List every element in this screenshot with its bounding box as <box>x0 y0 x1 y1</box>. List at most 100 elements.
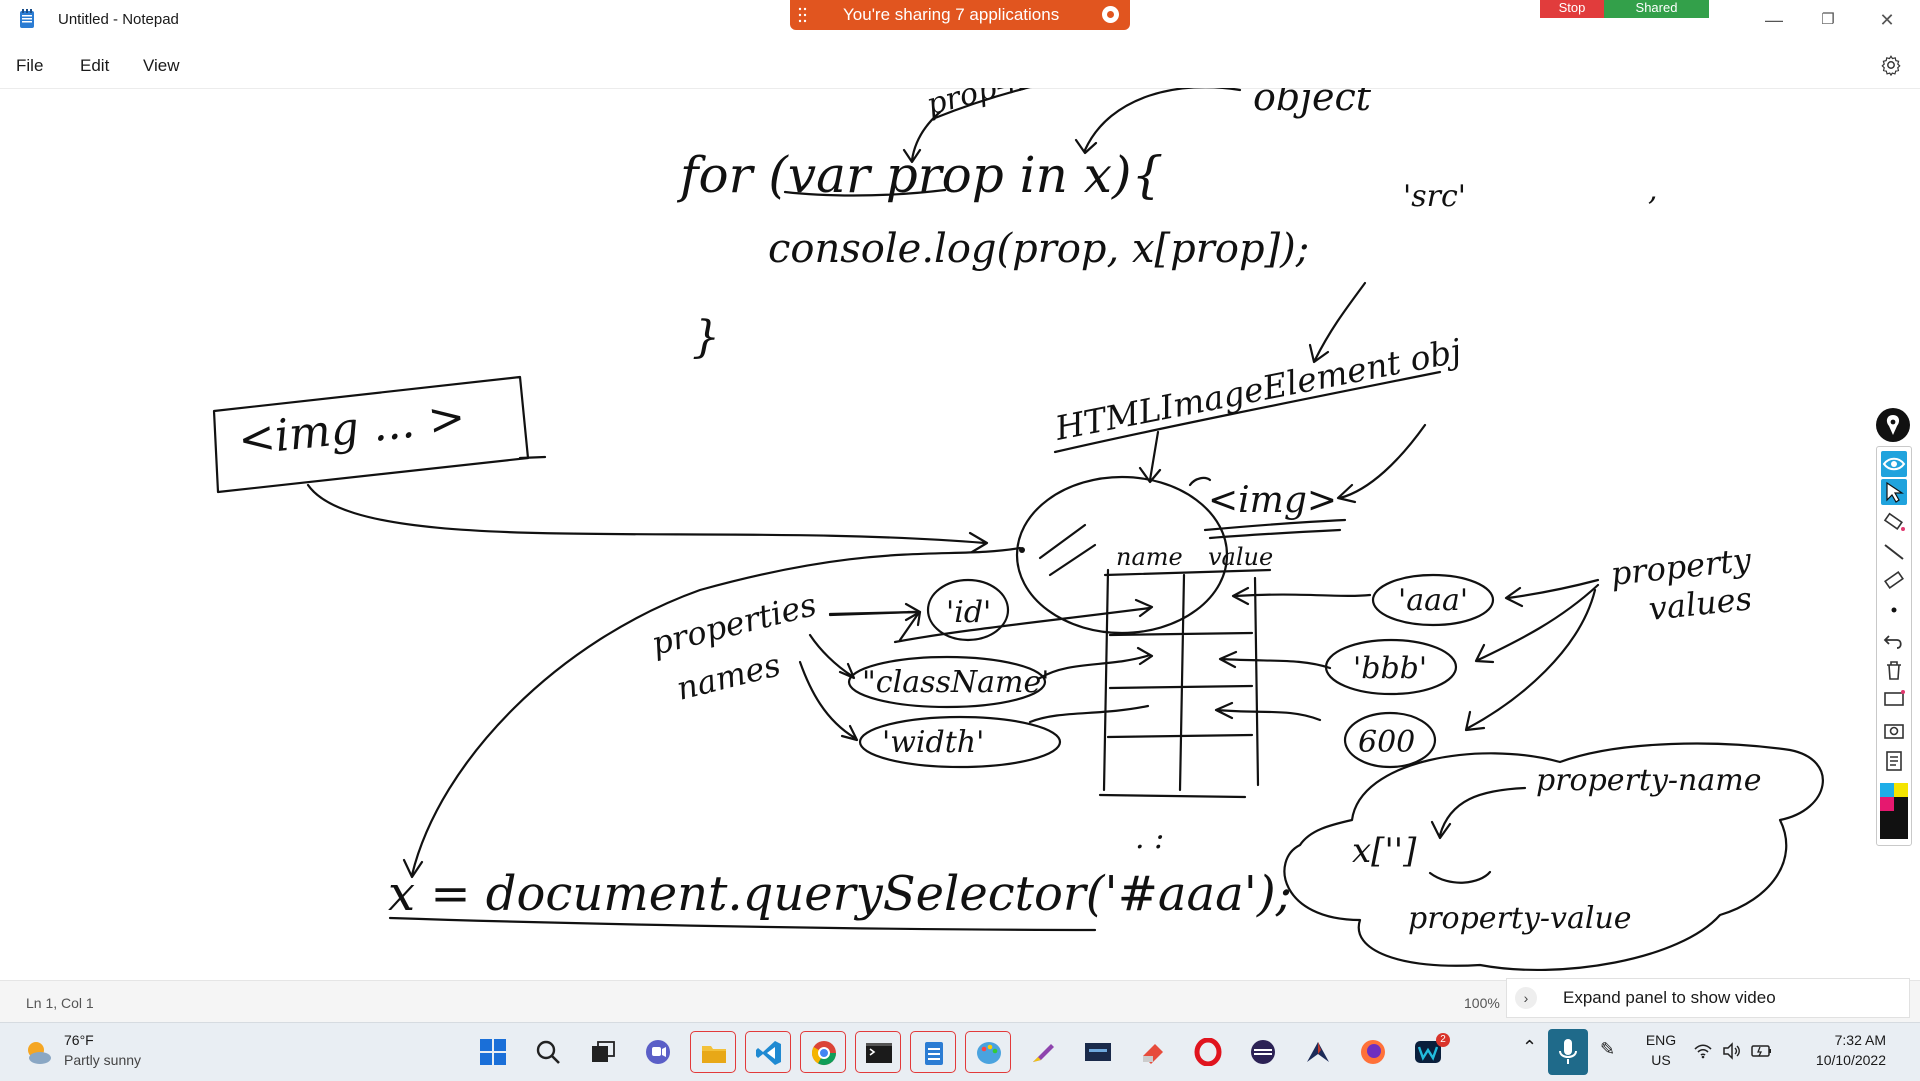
file-explorer-icon[interactable] <box>690 1031 736 1073</box>
minimize-icon[interactable]: — <box>1765 10 1783 30</box>
color-palette-icon[interactable] <box>1880 783 1908 839</box>
chrome-icon[interactable] <box>800 1031 846 1073</box>
prop-class-oval <box>847 655 1047 709</box>
arrow-img-to-obj <box>306 483 989 554</box>
cursor-tool-icon[interactable] <box>1881 479 1907 505</box>
annotation-canvas[interactable]: for (var prop in x){ prop-name (string) … <box>0 88 1920 980</box>
eclipse-icon[interactable] <box>1240 1031 1286 1073</box>
val-600-oval <box>1343 711 1437 769</box>
vscode-icon[interactable] <box>745 1031 791 1073</box>
volume-icon[interactable] <box>1722 1042 1742 1060</box>
microphone-icon[interactable] <box>1548 1029 1588 1075</box>
notepad-icon[interactable] <box>910 1031 956 1073</box>
firefox-icon[interactable] <box>1350 1031 1396 1073</box>
title-bar: Untitled - Notepad You're sharing 7 appl… <box>0 0 1920 40</box>
notification-badge: 2 <box>1436 1033 1450 1047</box>
restore-icon[interactable]: ❐ <box>1821 11 1835 28</box>
prop-width-text: 'width' <box>882 725 984 760</box>
drag-grip-icon[interactable] <box>798 6 808 24</box>
camera-icon[interactable] <box>1881 717 1907 743</box>
names-label: names <box>673 645 784 707</box>
query-underline <box>388 916 1097 932</box>
opera-icon[interactable] <box>1185 1031 1231 1073</box>
prop-width-oval <box>858 715 1062 769</box>
pen-main-icon[interactable] <box>1876 408 1910 442</box>
pen-menu-icon[interactable]: ✎ <box>1600 1039 1616 1059</box>
val-600-text: 600 <box>1358 725 1415 760</box>
arrow-prop-name <box>902 110 942 164</box>
chevron-up-icon[interactable]: ⌃ <box>1522 1037 1538 1057</box>
clock-time[interactable]: 7:32 AM <box>1834 1032 1886 1048</box>
dot-size-icon[interactable] <box>1881 597 1907 623</box>
menu-file[interactable]: File <box>16 56 44 75</box>
html-image-element-text: HTMLImageElement obj <box>1051 331 1464 448</box>
start-icon[interactable] <box>470 1031 516 1073</box>
menu-view[interactable]: View <box>143 56 180 75</box>
weather-temp[interactable]: 76°F <box>64 1032 94 1048</box>
img-tag-text: <img ... > <box>236 391 468 466</box>
partly-sunny-icon[interactable] <box>22 1036 54 1068</box>
chat-icon[interactable] <box>635 1031 681 1073</box>
share-banner[interactable]: You're sharing 7 applications <box>790 0 1130 30</box>
clock-date[interactable]: 10/10/2022 <box>1815 1052 1886 1068</box>
prop-id-text: 'id' <box>946 595 991 630</box>
share-close-icon[interactable] <box>1102 6 1119 23</box>
object-annotation: object <box>1253 88 1372 119</box>
arrow-object <box>1074 88 1242 155</box>
eye-tool-icon[interactable] <box>1881 451 1907 477</box>
screen-sketch-icon[interactable] <box>1130 1031 1176 1073</box>
val-bbb-oval <box>1324 638 1458 696</box>
line-tool-icon[interactable] <box>1881 539 1907 565</box>
properties-label: properties <box>648 585 820 663</box>
undo-icon[interactable] <box>1881 627 1907 653</box>
paint-icon[interactable] <box>965 1031 1011 1073</box>
window-title: Untitled - Notepad <box>58 11 179 28</box>
val-aaa-oval <box>1371 573 1495 627</box>
battery-icon[interactable] <box>1751 1043 1773 1059</box>
stop-sharing-button[interactable]: Stop <box>1540 0 1604 18</box>
arrow-to-img-tag <box>1336 423 1427 504</box>
bird-app-icon[interactable] <box>1295 1031 1341 1073</box>
html-image-underline <box>1053 370 1442 454</box>
expand-panel-text: Expand panel to show video <box>1563 988 1776 1007</box>
trash-icon[interactable] <box>1881 657 1907 683</box>
chevron-right-icon[interactable]: › <box>1515 987 1537 1009</box>
weather-desc[interactable]: Partly sunny <box>64 1052 142 1068</box>
arrow-html-to-obj <box>1138 430 1162 484</box>
wifi-icon[interactable] <box>1693 1043 1713 1059</box>
expand-video-panel[interactable]: › Expand panel to show video <box>1506 978 1910 1018</box>
whiteboard-icon[interactable] <box>1881 687 1907 713</box>
for-loop-text: for (var prop in x){ <box>676 146 1163 204</box>
settings-gear-icon[interactable] <box>1880 54 1902 76</box>
search-icon[interactable] <box>525 1031 571 1073</box>
src-label: 'src' <box>1403 179 1466 214</box>
shared-button[interactable]: Shared <box>1604 0 1709 18</box>
eraser-tool-icon[interactable] <box>1881 567 1907 593</box>
app-icon[interactable] <box>1075 1031 1121 1073</box>
prop-name-underline <box>933 88 1031 120</box>
annotation-toolbar <box>1876 446 1912 846</box>
language-line2[interactable]: US <box>1651 1052 1671 1068</box>
zoom-level: 100% <box>1464 995 1500 1011</box>
task-view-icon[interactable] <box>580 1031 626 1073</box>
column-name-label: name <box>1116 543 1183 571</box>
close-icon[interactable]: ✕ <box>1879 10 1895 30</box>
val-bbb-text: 'bbb' <box>1353 651 1427 686</box>
val-aaa-text: 'aaa' <box>1398 583 1468 618</box>
column-value-label: value <box>1208 543 1273 571</box>
pen-tool-icon[interactable] <box>1020 1031 1066 1073</box>
object-circle <box>1015 475 1229 635</box>
arrow-names-to-query <box>402 546 1022 879</box>
taskbar: 76°F Partly sunny <box>0 1022 1920 1081</box>
notepad-app-icon <box>20 9 34 28</box>
highlighter-tool-icon[interactable] <box>1881 509 1907 535</box>
language-line1[interactable]: ENG <box>1645 1032 1677 1048</box>
arrow-src <box>1308 281 1367 364</box>
img-tag2-text: <img> <box>1208 480 1337 521</box>
menu-edit[interactable]: Edit <box>80 56 110 75</box>
clipboard-icon[interactable] <box>1881 747 1907 773</box>
webex-icon[interactable]: 2 <box>1405 1031 1451 1073</box>
prop-name-annotation: prop-name (string) <box>923 88 1209 123</box>
terminal-icon[interactable] <box>855 1031 901 1073</box>
property-value-label: property-value <box>1408 901 1632 936</box>
